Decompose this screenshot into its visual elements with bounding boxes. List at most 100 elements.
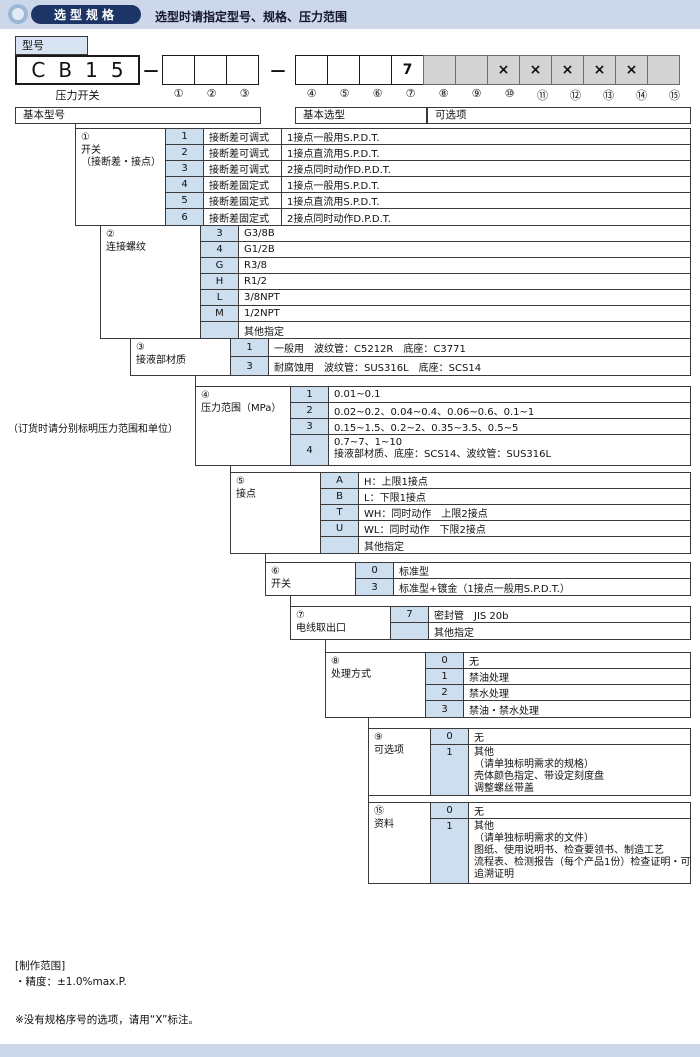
option-code: 3 [166, 161, 204, 176]
accuracy-note: ・精度：±1.0%max.P. [15, 976, 127, 988]
option-row: 3 禁油・禁水处理 [426, 701, 690, 717]
model-digit-box: × [583, 55, 616, 85]
option-code: 4 [291, 435, 329, 465]
option-type: 接断差可调式 [204, 161, 282, 176]
option-desc-line: 壳体颜色指定、带设定刻度盘 [474, 771, 604, 782]
option-desc: 标准型 [399, 567, 429, 578]
block-number: ⑨ [374, 732, 383, 743]
connector-line [325, 640, 326, 652]
order-note: （订货时请分别标明压力范围和单位） [8, 424, 178, 435]
option-desc: 其他指定 [364, 541, 404, 553]
block-title: 资料 [374, 818, 394, 830]
block-number: ⑥ [271, 566, 280, 577]
block-title: 开关 [81, 144, 101, 156]
option-desc: 标准型+镀金（1接点一般用S.P.D.T.） [399, 583, 570, 595]
option-code: 1 [291, 387, 329, 402]
block-1-switch-type: ① 开关 （接断差・接点） 1 接断差可调式 1接点一般用S.P.D.T. 2 … [75, 128, 691, 226]
position-number: ⑮ [669, 89, 680, 102]
block-title: 接液部材质 [136, 354, 186, 366]
position-number: ⑤ [339, 87, 350, 100]
option-code: 1 [431, 745, 469, 795]
option-desc-line: （请单独标明需求的规格） [474, 759, 594, 770]
option-type: 接断差固定式 [204, 177, 282, 192]
option-row: 1 接断差可调式 1接点一般用S.P.D.T. [166, 129, 690, 145]
option-code: 0 [356, 563, 394, 578]
connector-line [230, 466, 231, 472]
option-row: 1 其他 （请单独标明需求的文件） 图纸、使用说明书、检查要领书、制造工艺 流程… [431, 819, 690, 883]
position-number: ⑦ [405, 87, 416, 100]
option-rows: 0 标准型 3 标准型+镀金（1接点一般用S.P.D.T.） [356, 563, 690, 595]
option-desc-line: 调整螺丝带盖 [474, 783, 534, 794]
option-code: A [321, 473, 359, 488]
block-number: ① [81, 132, 90, 143]
option-desc-line: （请单独标明需求的文件） [474, 833, 594, 844]
model-digit-box [455, 55, 488, 85]
option-code: 3 [231, 357, 269, 375]
model-digit-box [162, 55, 195, 85]
option-desc: 禁油处理 [469, 673, 509, 684]
block-9-label: ⑨ 可选项 [369, 729, 431, 795]
option-desc: 2接点同时动作D.P.D.T. [287, 213, 391, 225]
option-row: 0 标准型 [356, 563, 690, 579]
option-code: H [201, 274, 239, 289]
option-row: 0 无 [431, 729, 690, 745]
block-number: ⑧ [331, 656, 340, 667]
option-row: 1 一般用 波纹管：C5212R 底座：C3771 [231, 339, 690, 357]
block-number: ⑦ [296, 610, 305, 621]
option-code: 5 [166, 193, 204, 208]
block-number: ④ [201, 390, 210, 401]
model-digit-box [295, 55, 328, 85]
option-code [321, 537, 359, 553]
option-row: M 1/2NPT [201, 306, 690, 322]
option-rows: 3 G3/8B 4 G1/2B G R3/8 H R1/2 L 3/8NPT M… [201, 226, 690, 338]
option-code: M [201, 306, 239, 321]
option-row: U WL：同时动作 下限2接点 [321, 521, 690, 537]
model-digit-box [194, 55, 227, 85]
position-number: ⑧ [438, 87, 449, 100]
option-desc: 0.02~0.2、0.04~0.4、0.06~0.6、0.1~1 [334, 407, 535, 418]
option-code: 2 [291, 403, 329, 418]
block-15-label: ⑮ 资料 [369, 803, 431, 883]
production-range-title: [制作范围] [15, 960, 66, 972]
position-number: ⑨ [471, 87, 482, 100]
option-row: 3 0.15~1.5、0.2~2、0.35~3.5、0.5~5 [291, 419, 690, 435]
option-row: 4 0.7~7、1~10 接液部材质、底座：SCS14、波纹管：SUS316L [291, 435, 690, 465]
block-3-wetted-parts-material: ③ 接液部材质 1 一般用 波纹管：C5212R 底座：C3771 3 耐腐蚀用… [130, 338, 691, 376]
option-rows: 0 无 1 禁油处理 2 禁水处理 3 禁油・禁水处理 [426, 653, 690, 717]
option-desc: 禁油・禁水处理 [469, 705, 539, 717]
option-row: 1 其他 （请单独标明需求的规格） 壳体颜色指定、带设定刻度盘 调整螺丝带盖 [431, 745, 690, 795]
option-code: L [201, 290, 239, 305]
block-4-label: ④ 压力范围（MPa） [196, 387, 291, 465]
option-rows: 7 密封管 JIS 20b 其他指定 [391, 607, 690, 639]
block-6-label: ⑥ 开关 [266, 563, 356, 595]
model-number-label: 型号 [15, 36, 88, 55]
option-desc: 2接点同时动作D.P.D.T. [287, 165, 391, 176]
option-row: 1 0.01~0.1 [291, 387, 690, 403]
block-5-contact: ⑤ 接点 A H：上限1接点 B L：下限1接点 T WH：同时动作 上限2接点… [230, 472, 691, 554]
option-type: 接断差可调式 [204, 129, 282, 144]
option-code: 1 [231, 339, 269, 356]
option-desc: R3/8 [244, 260, 268, 271]
block-subtitle: （接断差・接点） [81, 157, 161, 168]
option-code: 3 [426, 701, 464, 717]
option-row: 1 禁油处理 [426, 669, 690, 685]
section-subtitle: 选型时请指定型号、规格、压力范围 [155, 10, 348, 24]
block-7-label: ⑦ 电线取出口 [291, 607, 391, 639]
option-desc-line: 0.7~7、1~10 [334, 437, 403, 448]
block-title: 压力范围（MPa） [201, 402, 282, 414]
model-boxes-right: 7××××× [295, 55, 680, 85]
connector-line [75, 124, 76, 128]
option-rows: A H：上限1接点 B L：下限1接点 T WH：同时动作 上限2接点 U WL… [321, 473, 690, 553]
option-row: 3 G3/8B [201, 226, 690, 242]
option-desc: 3/8NPT [244, 292, 280, 303]
connector-line [195, 376, 196, 386]
option-rows: 0 无 1 其他 （请单独标明需求的文件） 图纸、使用说明书、检查要领书、制造工… [431, 803, 690, 883]
option-desc: 无 [474, 733, 484, 744]
block-title: 开关 [271, 578, 291, 590]
option-row: H R1/2 [201, 274, 690, 290]
option-desc: 其他指定 [244, 326, 284, 338]
option-row: 其他指定 [321, 537, 690, 553]
